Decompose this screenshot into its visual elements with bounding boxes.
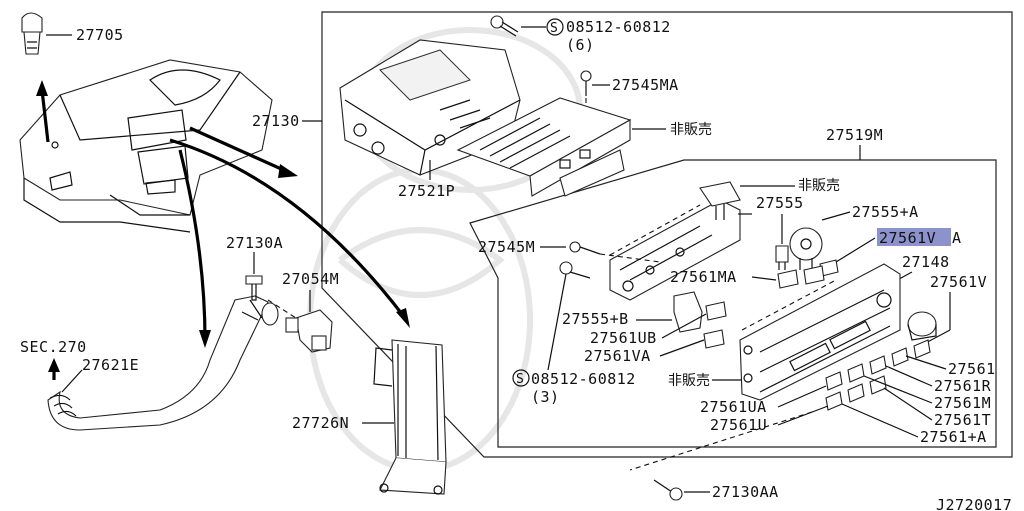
assembly-frame-27519M [469, 159, 997, 448]
circuit-board-hihanbai [456, 97, 632, 197]
label-27561UA: 27561UA [700, 398, 767, 416]
label-27705: 27705 [76, 26, 124, 44]
lens-27561UB [705, 301, 727, 321]
part-27705-clip [21, 12, 43, 55]
screw-08512-top [490, 15, 519, 37]
switch-board-hihanbai [609, 181, 752, 301]
label-27621E: 27621E [82, 356, 139, 374]
control-panel-face [739, 263, 901, 401]
label-08512-qty-bottom: (3) [531, 388, 560, 406]
label-27561R: 27561R [934, 377, 992, 395]
sensor-27054M [285, 309, 333, 353]
label-27521P: 27521P [398, 182, 455, 200]
screw-symbol-bottom [512, 369, 530, 387]
bulb-27555 [775, 245, 789, 270]
screw-27545M [569, 241, 601, 255]
label-27726N: 27726N [292, 414, 349, 432]
label-hihanbai-3: 非販売 [668, 373, 710, 389]
diagram-id-code: J2720017 [936, 496, 1012, 511]
label-27561A: 27561+A [920, 428, 987, 446]
label-27561VA: 27561VA [584, 347, 651, 365]
label-27555B: 27555+B [562, 310, 629, 328]
buttons-27561-group [825, 339, 931, 411]
screw-symbol-top-letter: S [550, 21, 558, 36]
disc-27555A [789, 227, 823, 270]
label-27519M: 27519M [826, 126, 883, 144]
screw-27130A [245, 275, 263, 301]
label-27561MA: 27561MA [670, 268, 737, 286]
switch-27561MA-b [803, 265, 825, 285]
label-27561M: 27561M [934, 394, 991, 412]
screw-27545MA [580, 70, 592, 96]
label-hihanbai-2: 非販売 [798, 178, 840, 194]
label-27561U: 27561U [710, 416, 767, 434]
label-27561V: 27561V [930, 273, 987, 291]
screw-symbol-bottom-letter: S [516, 372, 524, 387]
label-27130: 27130 [252, 112, 300, 130]
label-27130A: 27130A [226, 234, 283, 252]
label-27561T: 27561T [934, 411, 991, 429]
label-27561V-highlight-suffix: A [952, 229, 962, 247]
screw-symbol-top [546, 18, 564, 36]
assembly-frame-27130 [321, 11, 1013, 458]
bracket-27726N [373, 339, 447, 495]
screw-08512-bottom [559, 261, 591, 279]
label-27555A: 27555+A [852, 203, 919, 221]
label-27555: 27555 [756, 194, 804, 212]
label-27561: 27561 [948, 360, 996, 378]
highlight-box-27561V [877, 228, 951, 246]
label-27130AA: 27130AA [712, 483, 779, 501]
switch-27561MA [777, 269, 799, 289]
label-hihanbai-1: 非販売 [670, 122, 712, 138]
label-27054M: 27054M [282, 270, 339, 288]
label-27148: 27148 [902, 253, 950, 271]
label-27545MA: 27545MA [612, 76, 679, 94]
label-sec-270: SEC.270 [20, 338, 87, 356]
lamp-socket-27555B [673, 291, 703, 333]
screw-27130AA [653, 479, 683, 501]
label-08512-60812-top: 08512-60812 [566, 18, 671, 36]
lens-27561VA [703, 329, 725, 349]
knob-27561V [907, 311, 937, 341]
label-27561UB: 27561UB [590, 329, 657, 347]
dashboard-illustration [19, 59, 273, 233]
label-27561V-highlight: 27561V [879, 229, 936, 247]
duct-27621E [47, 295, 279, 431]
label-08512-qty-top: (6) [566, 36, 595, 54]
label-27545M: 27545M [478, 238, 535, 256]
label-08512-60812-bottom: 08512-60812 [531, 370, 636, 388]
